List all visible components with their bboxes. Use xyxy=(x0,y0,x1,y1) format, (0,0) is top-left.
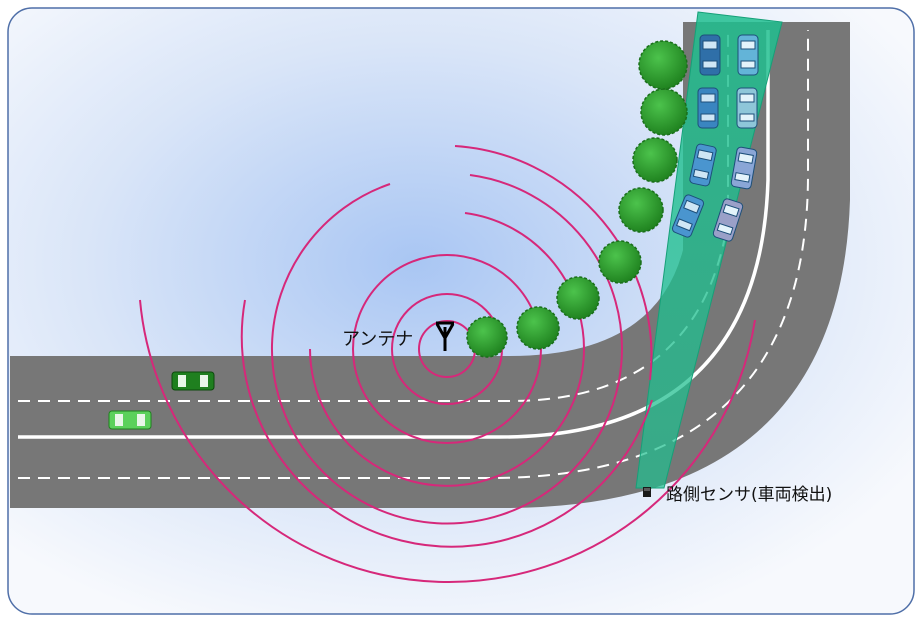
tree-icon xyxy=(598,240,642,284)
wave-ring-6 xyxy=(454,145,653,381)
tree-icon xyxy=(638,40,688,90)
tree-icon xyxy=(516,306,560,350)
lane-line-lower xyxy=(18,30,810,479)
tree-icon xyxy=(618,187,664,233)
queued-cars xyxy=(671,34,759,242)
detection-zone xyxy=(635,11,783,489)
car-icon xyxy=(699,34,721,76)
car-icon xyxy=(671,194,705,238)
car-icon xyxy=(736,87,758,129)
wave-ring-8 xyxy=(139,299,756,583)
car-icon xyxy=(730,146,758,190)
sensor-icon xyxy=(643,487,651,497)
car-icon xyxy=(712,198,744,242)
tree-icon xyxy=(556,276,600,320)
car-icon xyxy=(171,371,215,391)
antenna-icon xyxy=(435,321,455,351)
wave-ring-7 xyxy=(240,299,653,548)
tree-icon xyxy=(632,137,678,183)
wave-ring-3 xyxy=(351,254,542,444)
car-icon xyxy=(697,87,719,129)
car-icon xyxy=(689,143,717,187)
tree-icon xyxy=(640,88,688,136)
tree-icon xyxy=(466,316,508,358)
road xyxy=(10,22,850,508)
car-icon xyxy=(108,410,152,430)
sensor-label: 路側センサ(車両検出) xyxy=(666,485,832,505)
antenna-label: アンテナ xyxy=(342,329,413,350)
car-icon xyxy=(737,34,759,76)
tree-row xyxy=(466,40,688,358)
lane-line-center xyxy=(18,30,770,439)
wave-ring-4 xyxy=(309,212,585,487)
